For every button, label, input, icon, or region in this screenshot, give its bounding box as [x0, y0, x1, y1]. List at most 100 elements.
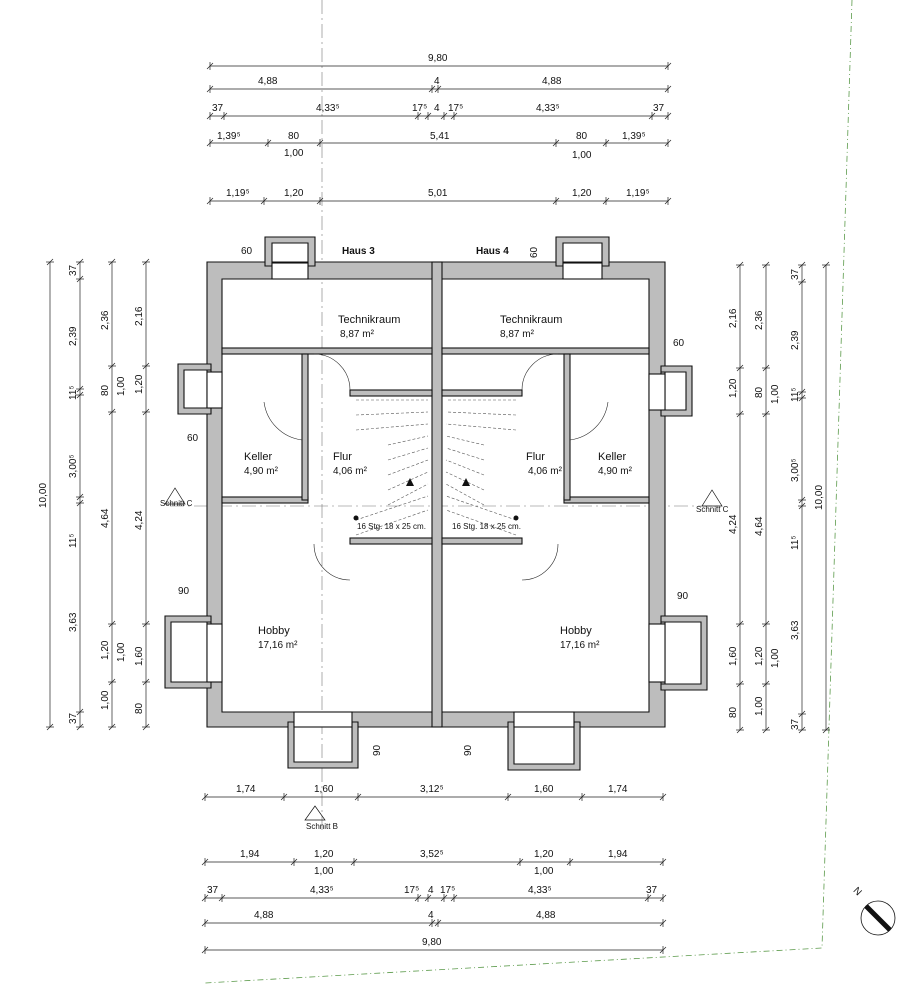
dim-right-c3-slash — [762, 410, 770, 418]
dim-bot-r3-slash — [644, 894, 652, 902]
dim-bot-r2-slash — [516, 858, 524, 866]
dim-bot-bay-right: 90 — [463, 744, 474, 756]
dim-right-c5-slash — [736, 680, 744, 688]
dim-right-c3-slash — [762, 680, 770, 688]
dim-top-r4-slash — [316, 139, 324, 147]
dim-top-r4-4: 1,39⁵ — [622, 131, 646, 142]
dim-top-r3-4: 17⁵ — [448, 103, 463, 114]
dim-bot-r3-1: 4,33⁵ — [310, 885, 334, 896]
dim-bot-r2-slash — [350, 858, 358, 866]
stairs — [353, 399, 519, 536]
dim-top-r3-3: 4 — [434, 103, 440, 114]
dim-right-c5-0: 2,16 — [728, 308, 739, 328]
dim-left-c2-6: 37 — [68, 712, 79, 724]
dim-hobby-right: 90 — [677, 591, 689, 602]
dim-right-c2-slash — [798, 502, 806, 510]
dim-top-r4-3: 80 — [576, 131, 588, 142]
dim-right-c5-2: 4,24 — [728, 514, 739, 534]
dim-right-c2-1: 2,39 — [790, 330, 801, 350]
dim-bot-r1-slash — [504, 793, 512, 801]
dim-left-c3-slash — [108, 678, 116, 686]
dim-right-c2-6: 37 — [790, 718, 801, 730]
dim-top-r4-1: 80 — [288, 131, 300, 142]
dim-bot-r4-0: 4,88 — [254, 910, 274, 921]
doors — [263, 353, 609, 581]
dim-top-r4-sub-0: 1,00 — [284, 148, 304, 159]
dim-left-c3-2: 4,64 — [100, 508, 111, 528]
dim-top-r5-0: 1,19⁵ — [226, 188, 250, 199]
dim-left-c5-slash — [142, 723, 150, 731]
dim-right-c3-3: 1,20 — [754, 646, 765, 666]
dim-left-c3-slash — [108, 620, 116, 628]
dim-bot-r1-2: 3,12⁵ — [420, 784, 444, 795]
dim-left-c2-0: 37 — [68, 264, 79, 276]
dim-top-r3-slash — [664, 112, 672, 120]
dim-bot-r3-slash — [424, 894, 432, 902]
dim-top-r5-slash — [260, 197, 268, 205]
dim-right-c4-0: 1,00 — [770, 384, 781, 404]
dim-right-c2-slash — [798, 278, 806, 286]
dim-top-r5-4: 1,19⁵ — [626, 188, 650, 199]
dim-top-r4-sub-1: 1,00 — [572, 150, 592, 161]
dim-top-r4-slash — [264, 139, 272, 147]
room-area-technik-left: 8,87 m² — [340, 329, 375, 340]
dim-bot-r2-slash — [659, 858, 667, 866]
dim-left-c2-slash — [76, 708, 84, 716]
dim-left-c3-3: 1,20 — [100, 640, 111, 660]
dim-bot-r4-slash — [428, 919, 436, 927]
dim-bot-r5-slash — [659, 946, 667, 954]
dim-bot-r2-2: 3,52⁵ — [420, 849, 444, 860]
dim-left-c5-0: 2,16 — [134, 306, 145, 326]
dim-right-c5-1: 1,20 — [728, 378, 739, 398]
room-name-hobby-right: Hobby — [560, 625, 592, 637]
house-label-left: Haus 3 — [342, 246, 375, 257]
dim-left-c2-4: 11⁵ — [68, 533, 79, 548]
dim-bay-top-left: 60 — [241, 246, 253, 257]
dim-top-r2-0: 4,88 — [258, 76, 278, 87]
dim-left-c5-slash — [142, 258, 150, 266]
section-marker-b: Schnitt B — [304, 805, 338, 831]
dim-bot-r4-1: 4 — [428, 910, 434, 921]
dim-top-r2-slash — [206, 85, 214, 93]
dim-top-r2-1: 4 — [434, 76, 440, 87]
dim-left-c5-4: 80 — [134, 702, 145, 714]
svg-text:Schnitt C: Schnitt C — [160, 499, 193, 508]
dim-top-r2-slash — [434, 85, 442, 93]
dim-bot-r2-0: 1,94 — [240, 849, 260, 860]
dim-left-c5-slash — [142, 362, 150, 370]
dim-top-r1-slash — [206, 62, 214, 70]
dim-left-c4-1: 1,00 — [116, 642, 127, 662]
dim-bot-r5-slash — [201, 946, 209, 954]
dim-left-c3-slash — [108, 723, 116, 731]
section-marker-c-left: Schnitt C — [160, 487, 193, 508]
dim-top-r5-2: 5,01 — [428, 188, 448, 199]
room-name-technik-left: Technikraum — [338, 314, 400, 326]
dim-left-c5-slash — [142, 620, 150, 628]
dim-top-r4-2: 5,41 — [430, 131, 450, 142]
dim-left-c2-slash — [76, 258, 84, 266]
section-marker-c-right: Schnitt C — [696, 489, 729, 514]
stair-arrow-left — [406, 478, 414, 486]
dim-bot-r2-slash — [566, 858, 574, 866]
dim-top-r5-slash — [316, 197, 324, 205]
dim-bot-r3-slash — [218, 894, 226, 902]
dim-bot-r4-slash — [659, 919, 667, 927]
dim-right-total: 10,00 — [814, 485, 825, 510]
dim-top-r4-slash — [664, 139, 672, 147]
dim-top-r3-5: 4,33⁵ — [536, 103, 560, 114]
dim-hobby-left: 90 — [178, 586, 190, 597]
room-area-technik-right: 8,87 m² — [500, 329, 535, 340]
dim-right-c2-slash — [798, 394, 806, 402]
room-name-keller-left: Keller — [244, 451, 272, 463]
dim-top-r3-slash — [440, 112, 448, 120]
dim-bot-bay-left: 90 — [372, 744, 383, 756]
dim-bot-r1-slash — [659, 793, 667, 801]
dim-left-c5-1: 1,20 — [134, 374, 145, 394]
dim-top-r3-slash — [220, 112, 228, 120]
dim-right-c2-slash — [798, 388, 806, 396]
dim-bot-r4-slash — [201, 919, 209, 927]
dim-right-c1-slash — [822, 726, 830, 734]
dim-top-r3-slash — [414, 112, 422, 120]
dim-right-c1-slash — [822, 261, 830, 269]
